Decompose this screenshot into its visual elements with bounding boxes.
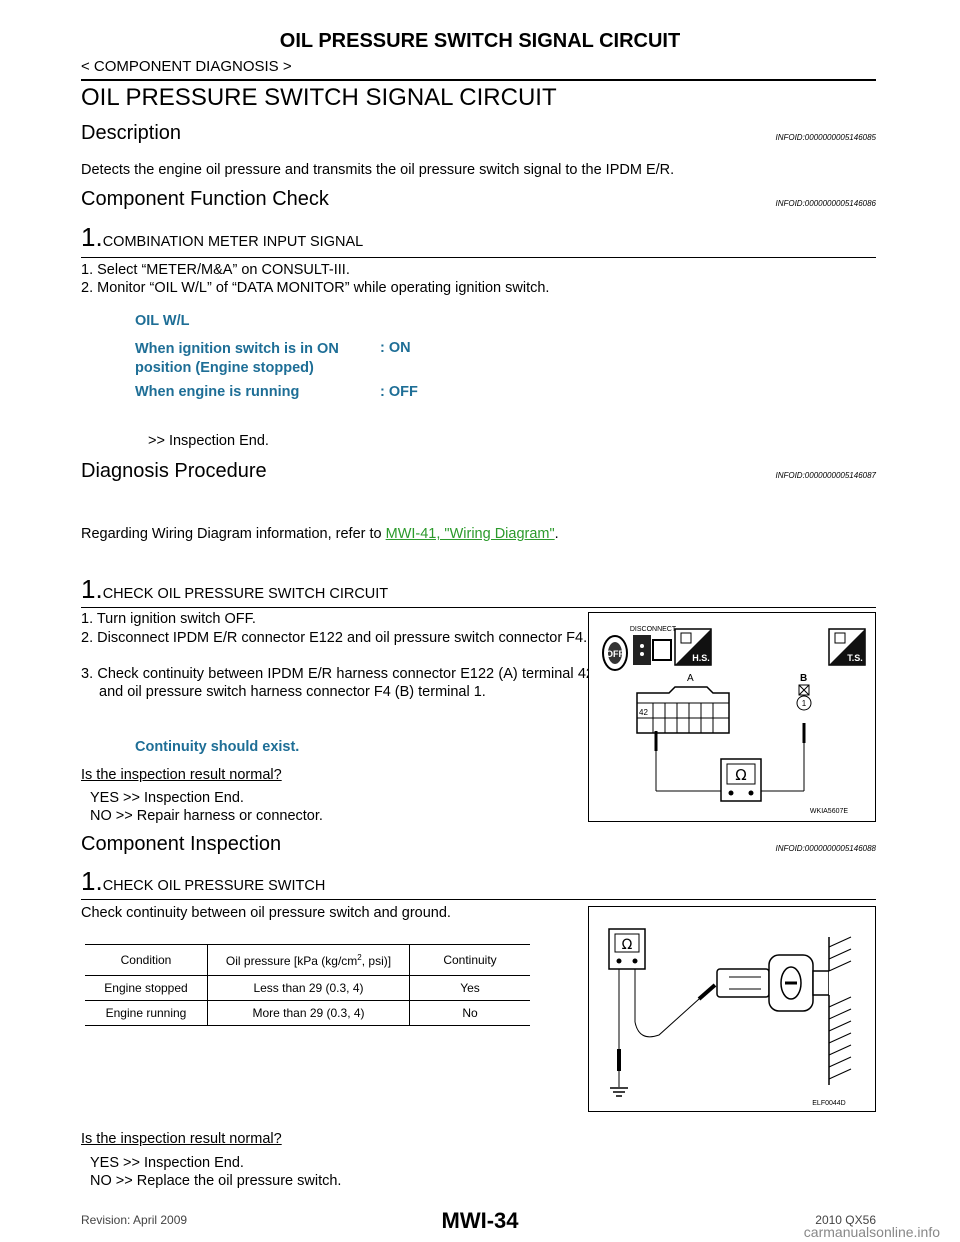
connector-a: 42 <box>636 686 730 734</box>
table-header-cell: Oil pressure [kPa (kg/cm2, psi)] <box>207 944 410 976</box>
step-number: 1. <box>81 222 103 252</box>
ts-label: T.S. <box>847 653 863 663</box>
table-header-cell: Continuity <box>443 953 497 967</box>
harness-diagram: OFF DISCONNECT H.S. T.S. A <box>588 612 876 822</box>
inspection-heading: Component Inspection <box>81 833 282 855</box>
connector-b-label: B <box>800 673 807 684</box>
table-row: Engine stopped Less than 29 (0.3, 4) Yes <box>85 975 530 1001</box>
function-check-step-title: 1.COMBINATION METER INPUT SIGNAL <box>81 222 363 253</box>
spec-cond-1: When ignition switch is in ON position (… <box>135 341 339 376</box>
step-rule <box>81 607 876 608</box>
ignition-off-icon: OFF <box>602 635 628 671</box>
inspection-infoid: INFOID:0000000005146088 <box>775 844 876 853</box>
description-infoid: INFOID:0000000005146085 <box>775 133 876 142</box>
harness-side-icon: H.S. <box>674 628 712 666</box>
engine-block-hatch <box>828 936 853 1085</box>
diagnosis-heading: Diagnosis Procedure <box>81 460 267 482</box>
wiring-diagram-link[interactable]: MWI-41, "Wiring Diagram" <box>385 526 555 542</box>
continuity-spec: Continuity should exist. <box>135 739 300 755</box>
connector-b: 1 <box>796 684 812 711</box>
table-cell: Less than 29 (0.3, 4) <box>207 975 410 1001</box>
step-rule <box>81 899 876 900</box>
continuity-table: Condition Oil pressure [kPa (kg/cm2, psi… <box>85 944 530 1026</box>
spec-value-2: : OFF <box>380 384 418 400</box>
ohmmeter: Ω <box>608 928 646 970</box>
table-cell: Yes <box>460 981 480 995</box>
diagnosis-item-1: 1. Turn ignition switch OFF. <box>81 611 256 627</box>
step-number: 1. <box>81 866 103 896</box>
header-subtitle: < COMPONENT DIAGNOSIS > <box>81 58 292 75</box>
reference-text: Regarding Wiring Diagram information, re… <box>81 526 386 542</box>
function-check-item-2: 2. Monitor “OIL W/L” of “DATA MONITOR” w… <box>81 280 550 296</box>
inspection-text: Check continuity between oil pressure sw… <box>81 905 451 921</box>
diagnosis-reference: Regarding Wiring Diagram information, re… <box>81 526 559 542</box>
step-rule <box>81 257 876 258</box>
table-cell: Engine stopped <box>85 975 208 1001</box>
figure-code: WKIA5607E <box>810 808 848 815</box>
spec-title: OIL W/L <box>135 313 190 329</box>
spec-value-1: : ON <box>380 340 411 356</box>
table-header-row: Condition Oil pressure [kPa (kg/cm2, psi… <box>85 944 530 976</box>
tester-wires <box>654 723 806 792</box>
continuity-table-grid: Condition Oil pressure [kPa (kg/cm2, psi… <box>85 944 530 1026</box>
page-title: OIL PRESSURE SWITCH SIGNAL CIRCUIT <box>81 84 557 111</box>
diagnosis-yes: YES >> Inspection End. <box>90 790 244 806</box>
oil-pressure-header-end: , psi)] <box>361 953 392 968</box>
table-cell: Engine running <box>85 1000 208 1026</box>
watermark: carmanualsonline.info <box>803 1224 940 1240</box>
switch-diagram: Ω <box>588 906 876 1112</box>
step-title: COMBINATION METER INPUT SIGNAL <box>102 234 364 250</box>
function-check-item-1: 1. Select “METER/M&A” on CONSULT-III. <box>81 262 350 278</box>
figure-code: ELF0044D <box>812 1100 845 1107</box>
oil-pressure-header: Oil pressure [kPa (kg/cm <box>225 953 358 968</box>
inspection-yes: YES >> Inspection End. <box>90 1155 244 1171</box>
ohm-symbol: Ω <box>622 937 633 953</box>
spec-cond-2: When engine is running <box>135 384 300 400</box>
function-check-result: >> Inspection End. <box>148 433 269 449</box>
step-title: CHECK OIL PRESSURE SWITCH <box>102 878 326 894</box>
diagnosis-item-2: 2. Disconnect IPDM E/R connector E122 an… <box>81 630 588 646</box>
ohm-symbol: Ω <box>735 766 746 784</box>
switch-diagram-svg: Ω <box>608 928 853 1107</box>
table-header-cell: Condition <box>85 944 208 976</box>
description-text: Detects the engine oil pressure and tran… <box>81 162 675 178</box>
description-heading: Description <box>81 122 182 144</box>
harness-diagram-svg: OFF DISCONNECT H.S. T.S. A <box>602 626 866 815</box>
inspection-question: Is the inspection result normal? <box>81 1131 282 1147</box>
function-check-infoid: INFOID:0000000005146086 <box>775 199 876 208</box>
oil-pressure-switch-icon <box>716 954 830 1012</box>
ohmmeter: Ω <box>720 758 762 802</box>
inspection-step-title: 1.CHECK OIL PRESSURE SWITCH <box>81 866 325 897</box>
table-cell: No <box>462 1006 478 1020</box>
step-title: CHECK OIL PRESSURE SWITCH CIRCUIT <box>102 586 389 602</box>
disconnect-icon: DISCONNECT <box>630 626 677 665</box>
page-code: MWI-34 <box>441 1208 519 1233</box>
header-title: OIL PRESSURE SWITCH SIGNAL CIRCUIT <box>279 30 681 52</box>
diagnosis-question: Is the inspection result normal? <box>81 767 282 783</box>
terminal-42-label: 42 <box>639 708 648 717</box>
terminal-side-icon: T.S. <box>828 628 866 666</box>
tester-wires <box>617 969 717 1087</box>
inspection-no: NO >> Replace the oil pressure switch. <box>90 1173 342 1189</box>
diagnosis-item-3: 3. Check continuity between IPDM E/R har… <box>81 666 594 700</box>
terminal-1-label: 1 <box>802 699 807 708</box>
diagnosis-no: NO >> Repair harness or connector. <box>90 808 323 824</box>
header-rule <box>81 79 876 81</box>
off-label: OFF <box>606 649 624 659</box>
diagnosis-step-title: 1.CHECK OIL PRESSURE SWITCH CIRCUIT <box>81 574 388 605</box>
superscript: 2 <box>357 952 362 962</box>
hs-label: H.S. <box>692 653 710 663</box>
table-cell: More than 29 (0.3, 4) <box>207 1000 410 1026</box>
model-year: 2010 QX56 <box>815 1213 876 1227</box>
reference-end: . <box>554 526 559 542</box>
ground-icon <box>610 1087 628 1097</box>
diagnosis-infoid: INFOID:0000000005146087 <box>775 471 876 480</box>
step-number: 1. <box>81 574 103 604</box>
connector-a-label: A <box>687 673 694 684</box>
function-check-heading: Component Function Check <box>81 188 329 210</box>
revision-date: Revision: April 2009 <box>81 1213 188 1227</box>
disconnect-label: DISCONNECT <box>630 626 677 633</box>
table-row: Engine running More than 29 (0.3, 4) No <box>85 1000 530 1026</box>
